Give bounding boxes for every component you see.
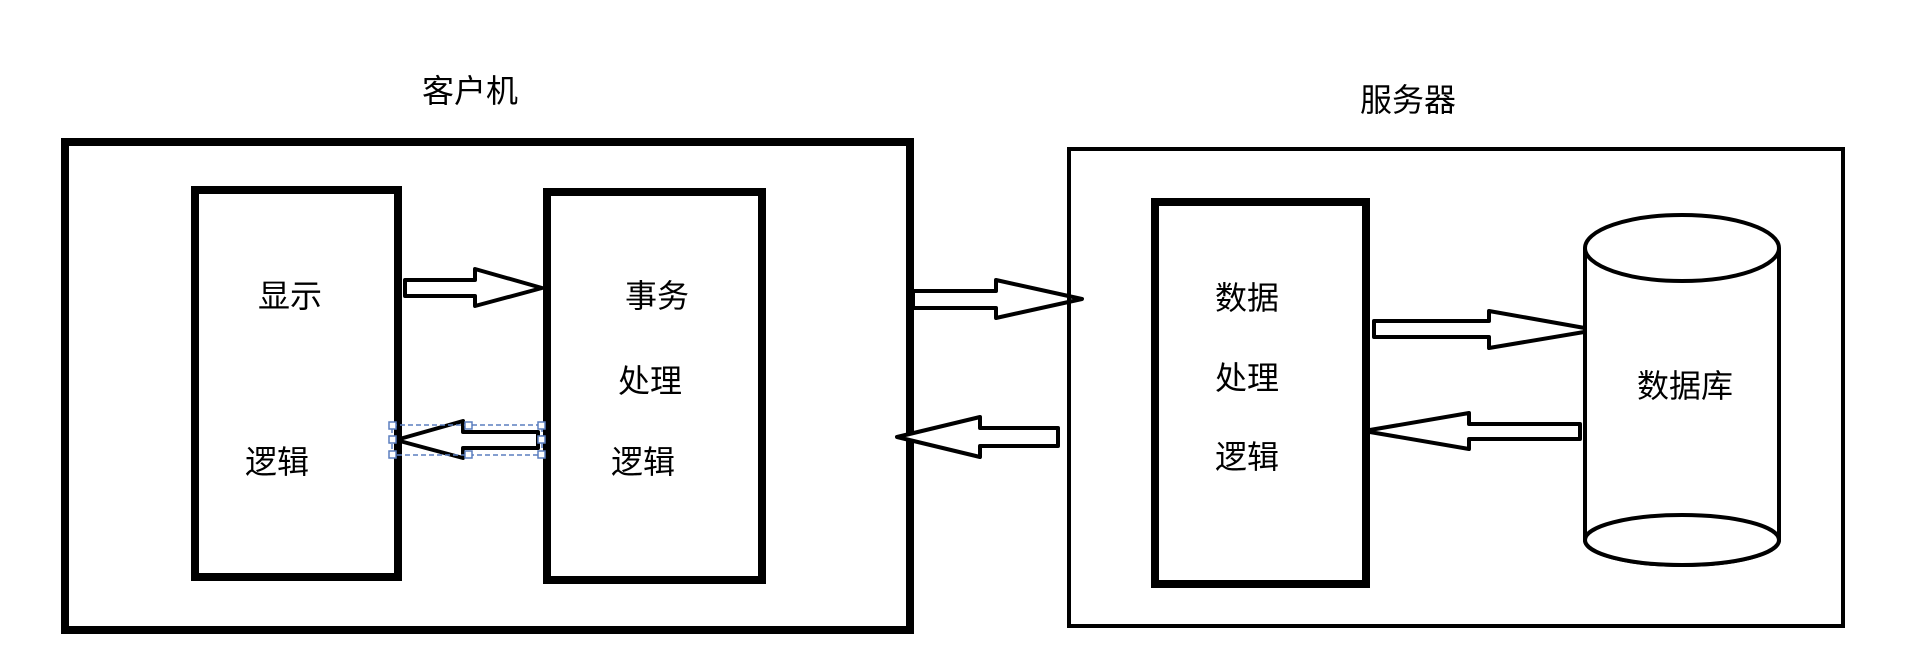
server-group: 服务器 数据 处理 逻辑 数据库 (1067, 81, 1845, 628)
arrow-client-to-server (911, 278, 1084, 320)
transaction-logic-label-3: 逻辑 (611, 443, 675, 481)
data-logic-label-3: 逻辑 (1215, 438, 1279, 476)
transaction-logic-label-2: 处理 (618, 362, 682, 400)
display-logic-box: 显示 逻辑 (191, 186, 402, 581)
client-frame (61, 138, 914, 634)
database-icon: 数据库 (1583, 213, 1781, 567)
server-title: 服务器 (1360, 81, 1456, 119)
transaction-logic-frame (543, 188, 766, 584)
arrow-display-to-transaction (403, 267, 544, 308)
data-logic-frame (1151, 198, 1370, 588)
display-logic-label-1: 显示 (258, 277, 322, 315)
arrow-logic-to-database (1372, 309, 1598, 350)
server-frame (1067, 147, 1845, 628)
arrow-server-to-client (895, 415, 1060, 459)
client-group: 客户机 显示 逻辑 事务 处理 逻辑 (61, 72, 914, 634)
data-logic-box: 数据 处理 逻辑 (1151, 198, 1370, 588)
display-logic-label-2: 逻辑 (245, 443, 309, 481)
display-logic-frame (191, 186, 402, 581)
client-title: 客户机 (422, 72, 518, 110)
selection-outline[interactable] (388, 421, 546, 459)
data-logic-label-2: 处理 (1215, 359, 1279, 397)
database-label: 数据库 (1637, 367, 1733, 405)
arrow-transaction-to-display (394, 419, 540, 460)
arrow-database-to-logic (1362, 411, 1582, 451)
transaction-logic-label-1: 事务 (625, 277, 689, 315)
data-logic-label-1: 数据 (1215, 279, 1279, 317)
transaction-logic-box: 事务 处理 逻辑 (543, 188, 766, 584)
